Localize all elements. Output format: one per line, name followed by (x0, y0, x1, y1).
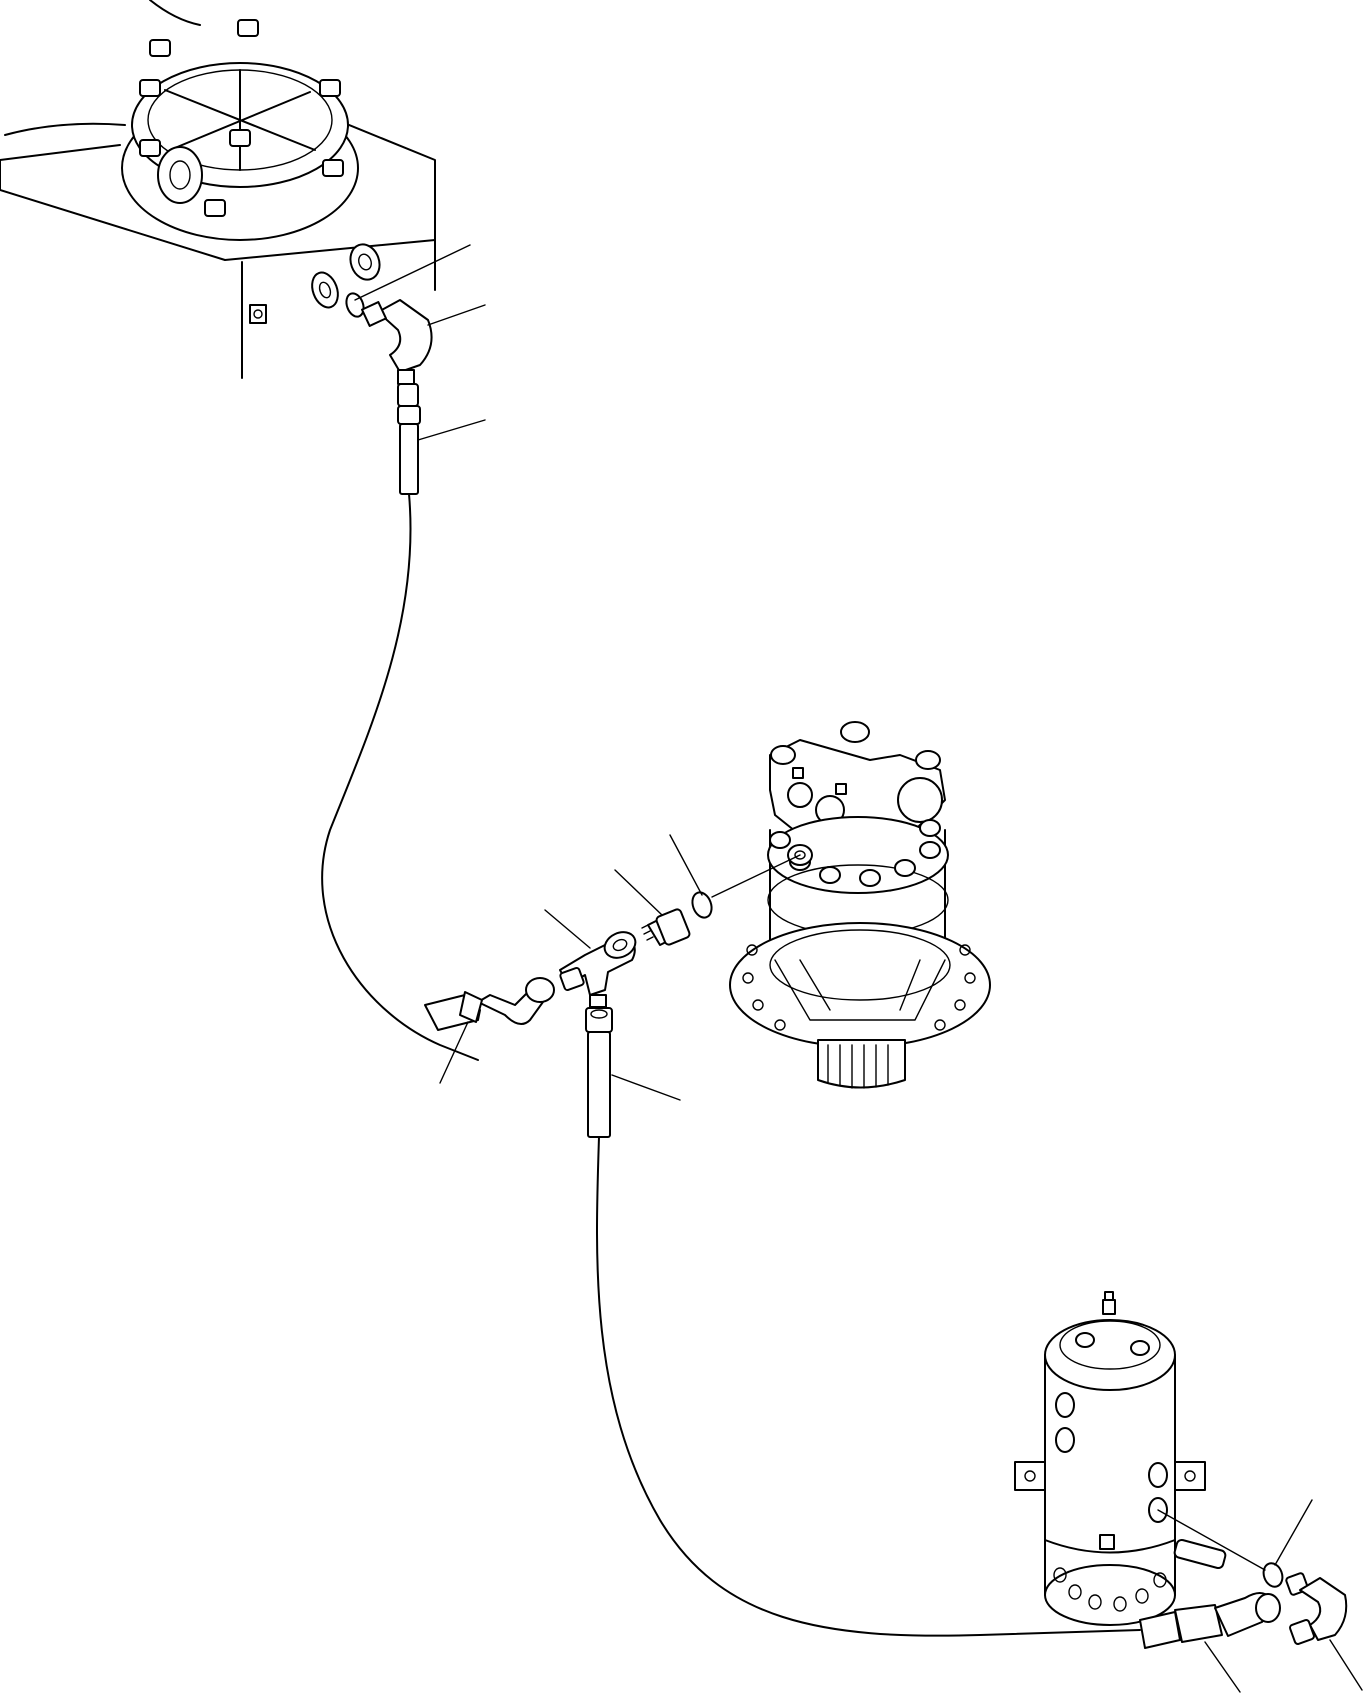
leader-tank-elbow (428, 305, 485, 325)
leader-swivel-elbow (1330, 1640, 1362, 1690)
swivel-port-guide (1158, 1510, 1265, 1570)
swing-motor (730, 722, 990, 1088)
leader-tee (545, 910, 590, 948)
leader-lines (355, 245, 1362, 1692)
swivel-elbow (1285, 1572, 1346, 1644)
swing-adapter (642, 908, 691, 946)
upper-hose (322, 384, 478, 1060)
leader-tank-o-ring (355, 245, 470, 300)
tank-elbow (362, 300, 432, 384)
tank-adapter (308, 240, 385, 311)
leader-swing-adapter (615, 870, 662, 915)
leader-lower-hose (612, 1075, 680, 1100)
swing-o-ring (689, 890, 715, 921)
tank-o-ring (343, 291, 366, 319)
swivel-joint (1015, 1292, 1226, 1625)
return-hose (1140, 1593, 1280, 1648)
hydraulic-tank (0, 0, 435, 378)
leader-upper-hose (418, 420, 485, 440)
upper-hose-end (425, 978, 554, 1030)
swivel-o-ring (1260, 1561, 1285, 1590)
leader-swing-o-ring (670, 835, 702, 895)
leader-return-hose (1205, 1642, 1240, 1692)
swivel-bottom-holes (1054, 1568, 1166, 1611)
leader-swivel-o-ring (1275, 1500, 1312, 1565)
swing-port-guide (712, 855, 800, 897)
lower-hose (586, 1008, 1140, 1636)
flange-bolts (140, 20, 343, 216)
tee-fitting (560, 927, 640, 1007)
base-flange-holes (743, 945, 975, 1030)
leader-upper-hose-end (440, 1022, 468, 1083)
